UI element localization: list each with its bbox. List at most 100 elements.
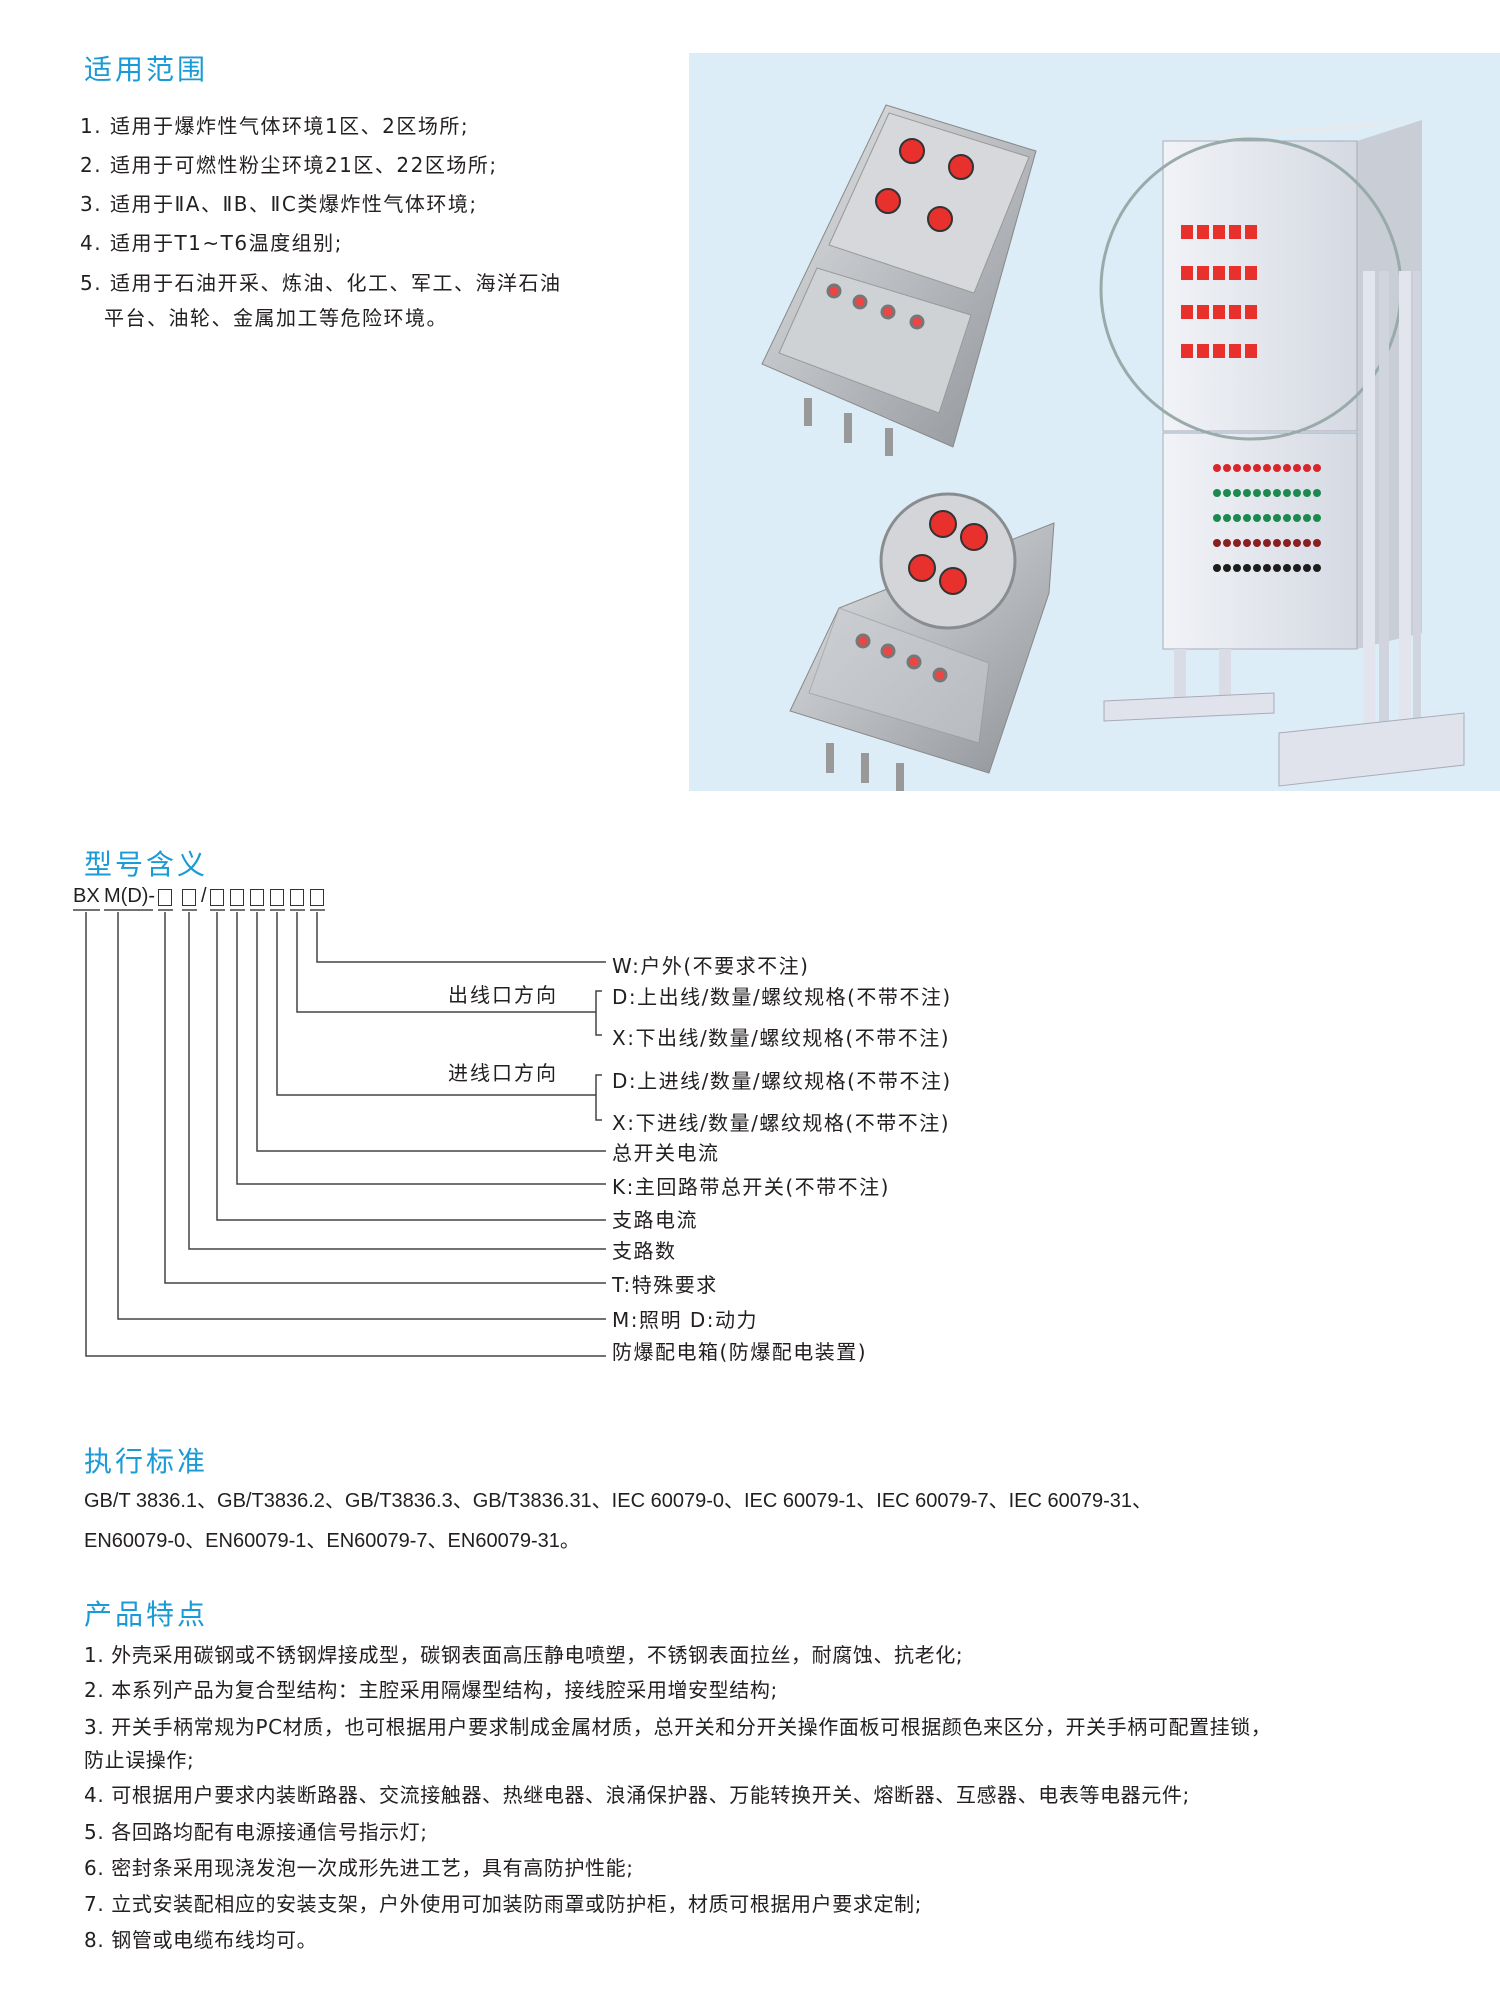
model-diagram-lines [73, 909, 606, 1357]
switch-knob [1213, 225, 1225, 239]
features-title: 产品特点 [84, 1598, 209, 1631]
model-title: 型号含义 [84, 848, 209, 881]
scope-item: 4. 适用于T1~T6温度组别; [80, 231, 343, 255]
code-md: M(D)- [104, 885, 156, 907]
indicator-light [1223, 564, 1231, 572]
indicator-light [1263, 564, 1271, 572]
indicator-light [1263, 489, 1271, 497]
indicator-light [1303, 514, 1311, 522]
feature-item: 防止误操作; [84, 1748, 195, 1772]
indicator-light [1303, 464, 1311, 472]
indicator-light [1313, 564, 1321, 572]
indicator-light [1293, 464, 1301, 472]
indicator-light [1253, 464, 1261, 472]
indicator-light [1293, 489, 1301, 497]
code-box [210, 889, 224, 906]
indicator-light [1223, 464, 1231, 472]
indicator-light [1283, 564, 1291, 572]
indicator-light [1233, 539, 1241, 547]
switch-knob [1181, 266, 1193, 280]
code-box [310, 889, 324, 906]
switch-knob [1197, 266, 1209, 280]
feature-item: 3. 开关手柄常规为PC材质，也可根据用户要求制成金属材质，总开关和分开关操作面… [84, 1715, 1272, 1739]
outlet-direction-label: 出线口方向 [448, 983, 558, 1007]
indicator-light [1243, 514, 1251, 522]
scope-item: 3. 适用于ⅡA、ⅡB、ⅡC类爆炸性气体环境; [80, 192, 478, 216]
switch-knob [1213, 344, 1225, 358]
model-code: BX M(D)- / [0, 882, 400, 912]
switch-knob [1245, 266, 1257, 280]
indicator-light [1243, 489, 1251, 497]
switch-knob [1229, 305, 1241, 319]
code-box [182, 889, 196, 906]
switch-knob [1197, 225, 1209, 239]
model-label: D:上进线/数量/螺纹规格(不带不注) [612, 1069, 952, 1093]
code-box [158, 889, 172, 906]
model-label: K:主回路带总开关(不带不注) [612, 1175, 890, 1199]
feature-item: 6. 密封条采用现浇发泡一次成形先进工艺，具有高防护性能; [84, 1856, 634, 1880]
standards-title: 执行标准 [84, 1445, 209, 1478]
indicator-light [1253, 489, 1261, 497]
switch-knob [1197, 344, 1209, 358]
distribution-box-1 [761, 104, 1037, 456]
indicator-light [1233, 564, 1241, 572]
product-photo [761, 104, 1465, 791]
switch-knob [1229, 266, 1241, 280]
code-slash: / [201, 885, 207, 907]
feature-item: 2. 本系列产品为复合型结构：主腔采用隔爆型结构，接线腔采用增安型结构; [84, 1678, 778, 1702]
model-label: 防爆配电箱(防爆配电装置) [612, 1340, 868, 1364]
indicator-light [1273, 564, 1281, 572]
indicator-light [1213, 489, 1221, 497]
indicator-light [1213, 464, 1221, 472]
indicator-light [1243, 464, 1251, 472]
model-label: 总开关电流 [612, 1141, 720, 1165]
indicator-light [1273, 539, 1281, 547]
model-label: T:特殊要求 [612, 1273, 718, 1297]
indicator-light [1263, 464, 1271, 472]
switch-knob [1197, 305, 1209, 319]
switch-knob [1229, 225, 1241, 239]
indicator-light [1213, 514, 1221, 522]
indicator-light [1263, 539, 1271, 547]
indicator-light [1313, 464, 1321, 472]
feature-item: 7. 立式安装配相应的安装支架，户外使用可加装防雨罩或防护柜，材质可根据用户要求… [84, 1892, 922, 1916]
indicator-light [1243, 564, 1251, 572]
switch-knob [1181, 344, 1193, 358]
indicator-light [1253, 539, 1261, 547]
model-label: 支路数 [612, 1239, 677, 1263]
indicator-light [1273, 464, 1281, 472]
indicator-light [1233, 489, 1241, 497]
indicator-light [1253, 514, 1261, 522]
indicator-light [1233, 514, 1241, 522]
model-label: W:户外(不要求不注) [612, 954, 810, 978]
model-label: X:下出线/数量/螺纹规格(不带不注) [612, 1026, 951, 1050]
switch-knob [1245, 344, 1257, 358]
indicator-light [1263, 514, 1271, 522]
distribution-cabinet [1099, 120, 1465, 787]
distribution-box-2 [789, 492, 1055, 791]
indicator-light [1313, 539, 1321, 547]
indicator-light [1283, 539, 1291, 547]
model-label: M:照明 D:动力 [612, 1308, 758, 1332]
scope-item: 平台、油轮、金属加工等危险环境。 [104, 306, 448, 330]
standards-line: EN60079-0、EN60079-1、EN60079-7、EN60079-31… [84, 1530, 580, 1552]
model-label: D:上出线/数量/螺纹规格(不带不注) [612, 985, 952, 1009]
indicator-light [1213, 564, 1221, 572]
indicator-light [1293, 564, 1301, 572]
indicator-light [1293, 514, 1301, 522]
feature-item: 8. 钢管或电缆布线均可。 [84, 1928, 318, 1952]
code-box [270, 889, 284, 906]
model-label: X:下进线/数量/螺纹规格(不带不注) [612, 1111, 951, 1135]
indicator-light [1303, 489, 1311, 497]
switch-knob [1213, 266, 1225, 280]
switch-knob [1181, 305, 1193, 319]
switch-knob [1213, 305, 1225, 319]
indicator-light [1303, 564, 1311, 572]
standards-line: GB/T 3836.1、GB/T3836.2、GB/T3836.3、GB/T38… [84, 1490, 1152, 1512]
scope-item: 2. 适用于可燃性粉尘环境21区、22区场所; [80, 153, 498, 177]
indicator-light [1243, 539, 1251, 547]
switch-knob [1245, 225, 1257, 239]
indicator-light [1303, 539, 1311, 547]
feature-item: 5. 各回路均配有电源接通信号指示灯; [84, 1820, 428, 1844]
code-box [250, 889, 264, 906]
